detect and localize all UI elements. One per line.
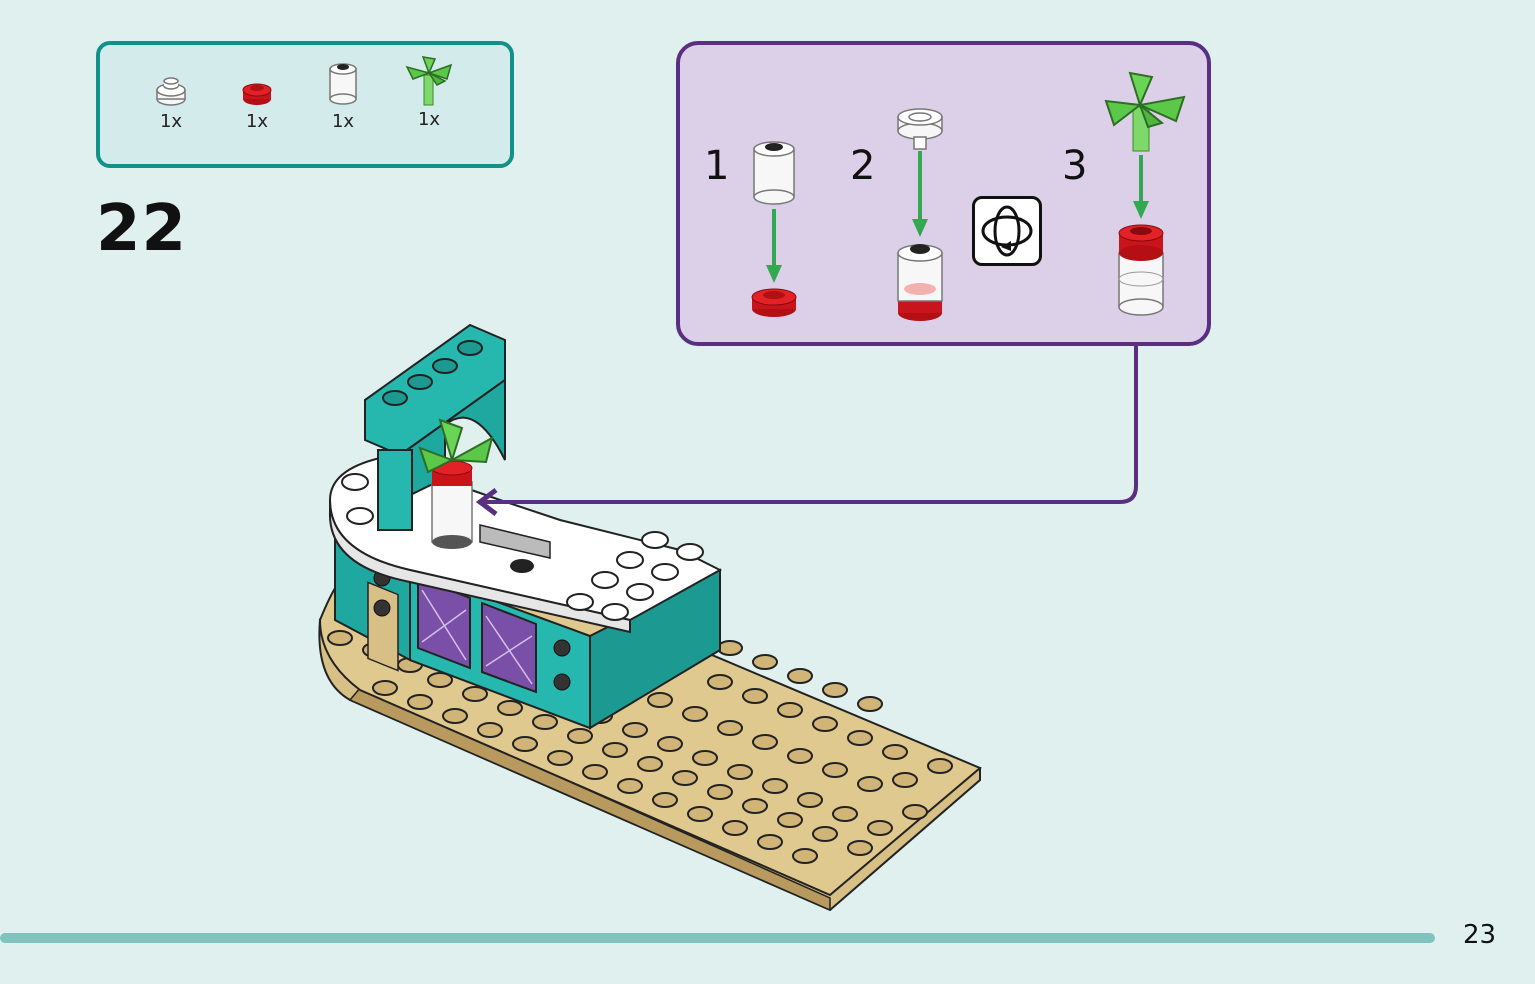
page-number: 23 <box>1463 920 1497 950</box>
parts-list-box: 1x 1x 1x <box>96 41 514 168</box>
sub-step-label: 1 <box>704 143 730 189</box>
transparent-round-brick-icon <box>329 63 357 105</box>
part-quantity: 1x <box>331 111 355 132</box>
part-quantity: 1x <box>245 111 269 132</box>
parts-list-item: 1x <box>394 56 464 130</box>
sub-step-label: 3 <box>1062 143 1088 189</box>
model-illustration <box>318 323 982 912</box>
sub-step-label: 2 <box>850 143 876 189</box>
base-plate-studs <box>327 630 953 864</box>
part-quantity: 1x <box>417 109 441 130</box>
sub-step-1-illustration <box>751 141 797 317</box>
parts-list-item: 1x <box>222 69 292 132</box>
red-round-plate-icon <box>242 83 272 105</box>
parts-list-item: 1x <box>308 63 378 132</box>
sub-step-2-illustration <box>897 108 943 321</box>
sub-assembly-box: 1 2 3 <box>676 41 1211 346</box>
green-plant-icon <box>405 56 453 106</box>
rotate-model-icon <box>972 196 1042 266</box>
transparent-round-plate-icon <box>156 77 186 106</box>
parts-list-item: 1x <box>136 69 206 132</box>
part-quantity: 1x <box>159 111 183 132</box>
step-number: 22 <box>96 192 188 266</box>
footer-progress-bar <box>0 933 1435 943</box>
sub-step-3-illustration <box>1104 71 1186 316</box>
